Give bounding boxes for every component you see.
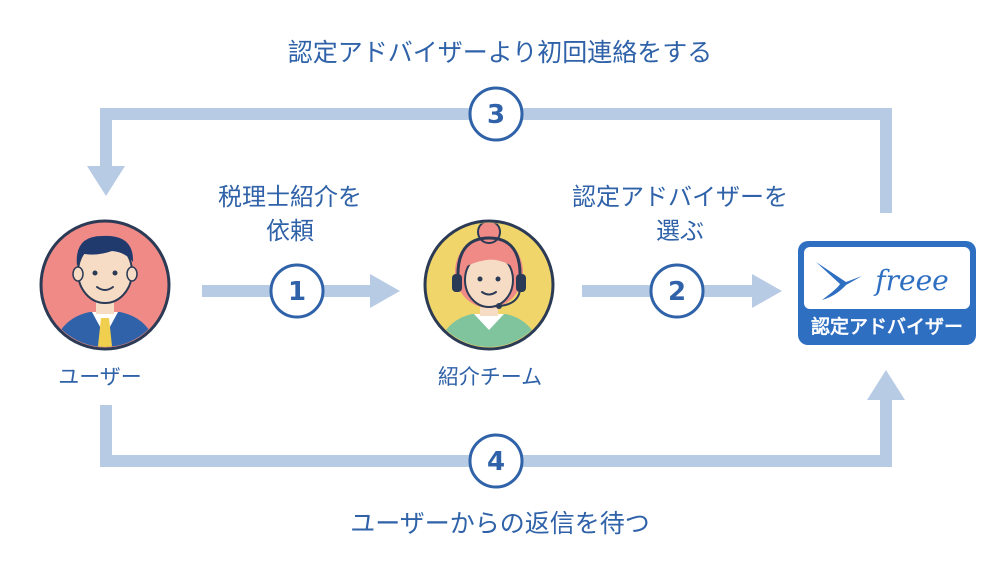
team-label: 紹介チーム — [437, 365, 543, 389]
step4-number: 4 — [487, 447, 505, 477]
step3-caption: 認定アドバイザーより初回連絡をする — [287, 38, 713, 67]
team-avatar — [423, 219, 555, 351]
step2-caption-line1: 認定アドバイザーを — [572, 183, 788, 211]
step1-number: 1 — [288, 277, 306, 307]
user-avatar — [39, 219, 171, 351]
step4-caption: ユーザーからの返信を待つ — [350, 509, 650, 538]
step1-caption: 税理士紹介を 依頼 — [190, 180, 390, 248]
step2-caption-line2: 選ぶ — [656, 217, 704, 245]
badge-label: 認定アドバイザー — [811, 315, 963, 338]
user-label: ユーザー — [58, 365, 142, 389]
step3-number-badge: 3 — [468, 86, 524, 142]
swallow-icon — [816, 262, 862, 300]
freee-logo-text: freee — [873, 264, 948, 297]
step1-number-badge: 1 — [269, 263, 325, 319]
step2-number-badge: 2 — [649, 263, 705, 319]
step2-caption: 認定アドバイザーを 選ぶ — [560, 180, 800, 248]
step4-number-badge: 4 — [468, 433, 524, 489]
step1-caption-line1: 税理士紹介を — [218, 183, 362, 211]
step3-number: 3 — [487, 100, 505, 130]
step2-number: 2 — [668, 277, 686, 307]
freee-advisor-badge: freee 認定アドバイザー — [798, 241, 976, 345]
step1-caption-line2: 依頼 — [266, 217, 314, 245]
